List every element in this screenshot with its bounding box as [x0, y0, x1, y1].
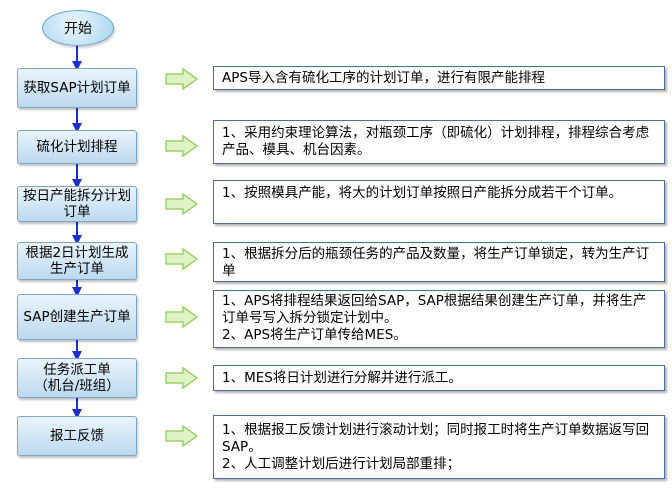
- block-arrow-icon: [165, 67, 199, 91]
- description-box: 1、采用约束理论算法，对瓶颈工序（即硫化）计划排程，排程综合考虑产品、模具、机台…: [213, 120, 665, 164]
- block-arrow-icon: [165, 192, 199, 216]
- start-node: 开始: [42, 10, 114, 46]
- description-box: 1、按照模具产能，将大的计划订单按照日产能拆分成若干个订单。: [213, 180, 665, 224]
- description-box: 1、根据拆分后的瓶颈任务的产品及数量，将生产订单锁定，转为生产订单: [213, 242, 665, 282]
- step-generate-production-order: 根据2日计划生成生产订单: [17, 242, 137, 280]
- block-arrow-icon: [165, 134, 199, 158]
- description-box: APS导入含有硫化工序的计划订单，进行有限产能排程: [213, 66, 665, 90]
- block-arrow-icon: [165, 247, 199, 271]
- step-get-sap-plan-order: 获取SAP计划订单: [17, 68, 137, 108]
- block-arrow-icon: [165, 305, 199, 329]
- step-vulcanization-scheduling: 硫化计划排程: [17, 130, 137, 164]
- step-split-plan-by-daily-capacity: 按日产能拆分计划订单: [17, 186, 137, 222]
- description-box: 1、MES将日计划进行分解并进行派工。: [213, 365, 665, 391]
- step-work-report-feedback: 报工反馈: [17, 416, 137, 456]
- description-box: 1、APS将排程结果返回给SAP，SAP根据结果创建生产订单，并将生产订单号写入…: [213, 290, 665, 348]
- block-arrow-icon: [165, 424, 199, 448]
- description-box: 1、根据报工反馈计划进行滚动计划；同时报工时将生产订单数据返写回SAP。 2、人…: [213, 415, 665, 479]
- step-task-dispatch-order: 任务派工单 （机台/班组）: [17, 358, 137, 398]
- block-arrow-icon: [165, 366, 199, 390]
- step-sap-create-production-order: SAP创建生产订单: [17, 294, 137, 340]
